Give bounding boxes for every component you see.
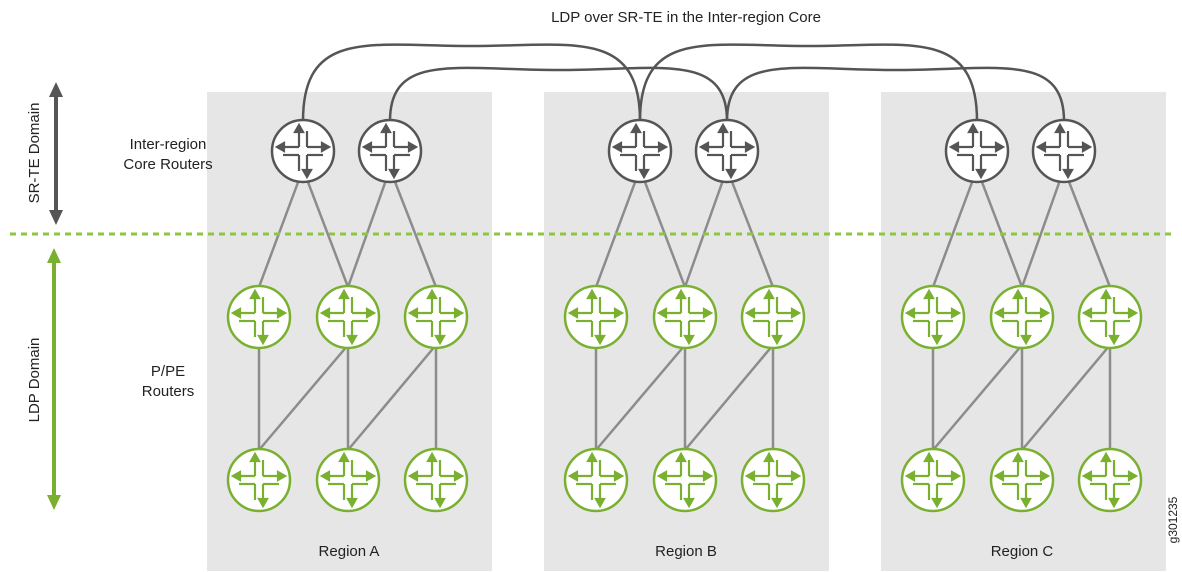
- srte-domain-label: SR-TE Domain: [26, 103, 43, 204]
- inter-region-core-link: [638, 43, 979, 122]
- region-b-pe-router-icon: [740, 447, 806, 513]
- region-a-pe-diagonal-link: [347, 344, 437, 451]
- region-c-pe-router-icon: [989, 447, 1055, 513]
- region-b-pe-router-icon: [563, 284, 629, 350]
- srte-domain-arrow: [49, 82, 63, 225]
- region-a-core-pe-link: [301, 168, 350, 288]
- region-c-pe-diagonal-link: [932, 344, 1023, 451]
- region-b-core-pe-link: [638, 168, 687, 288]
- region-a-core-pe-link: [257, 168, 305, 288]
- diagram-title: LDP over SR-TE in the Inter-region Core: [551, 9, 821, 26]
- region-b-core-pe-link: [725, 168, 775, 288]
- region-c-pe-router-icon: [900, 284, 966, 350]
- inter-region-core-link: [388, 66, 729, 122]
- region-c-pe-router-icon: [1077, 447, 1143, 513]
- region-a-pe-router-icon: [226, 447, 292, 513]
- region-b-pe-diagonal-link: [684, 344, 774, 451]
- figure-id: g301235: [1166, 496, 1180, 543]
- region-c-core-pe-link: [1020, 168, 1066, 288]
- region-a-label: Region A: [319, 543, 380, 560]
- region-a-pe-router-icon: [315, 284, 381, 350]
- region-b-core-router-icon: [694, 118, 760, 184]
- region-b-pe-router-icon: [740, 284, 806, 350]
- region-b-pe-router-icon: [652, 447, 718, 513]
- region-c-pe-router-icon: [1077, 284, 1143, 350]
- region-c-core-pe-link: [931, 168, 979, 288]
- region-c-pe-diagonal-link: [1021, 344, 1111, 451]
- inter-region-core-link: [301, 43, 642, 122]
- region-a-pe-router-icon: [315, 447, 381, 513]
- region-b-pe-diagonal-link: [595, 344, 686, 451]
- inter-region-core-link: [725, 66, 1066, 122]
- region-a-pe-router-icon: [403, 447, 469, 513]
- pe-routers-label-line2: Routers: [142, 383, 195, 400]
- region-c-pe-router-icon: [900, 447, 966, 513]
- region-a-pe-diagonal-link: [258, 344, 349, 451]
- region-b-core-router-icon: [607, 118, 673, 184]
- region-b-pe-router-icon: [652, 284, 718, 350]
- region-a-core-pe-link: [346, 168, 392, 288]
- region-c-core-pe-link: [1062, 168, 1112, 288]
- region-c-core-router-icon: [944, 118, 1010, 184]
- region-c-pe-router-icon: [989, 284, 1055, 350]
- region-a-pe-router-icon: [403, 284, 469, 350]
- pe-routers-label-line1: P/PE: [151, 363, 185, 380]
- region-b-core-pe-link: [683, 168, 729, 288]
- region-a-core-pe-link: [388, 168, 438, 288]
- region-c-label: Region C: [991, 543, 1054, 560]
- core-routers-label-line2: Core Routers: [123, 156, 212, 173]
- region-b-label: Region B: [655, 543, 717, 560]
- ldp-domain-label: LDP Domain: [26, 338, 43, 423]
- ldp-domain-arrow: [47, 248, 61, 510]
- core-routers-label-line1: Inter-region: [130, 136, 207, 153]
- region-b-pe-router-icon: [563, 447, 629, 513]
- region-a-pe-router-icon: [226, 284, 292, 350]
- region-a-core-router-icon: [357, 118, 423, 184]
- region-c-core-router-icon: [1031, 118, 1097, 184]
- region-a-core-router-icon: [270, 118, 336, 184]
- region-b-core-pe-link: [594, 168, 642, 288]
- region-c-core-pe-link: [975, 168, 1024, 288]
